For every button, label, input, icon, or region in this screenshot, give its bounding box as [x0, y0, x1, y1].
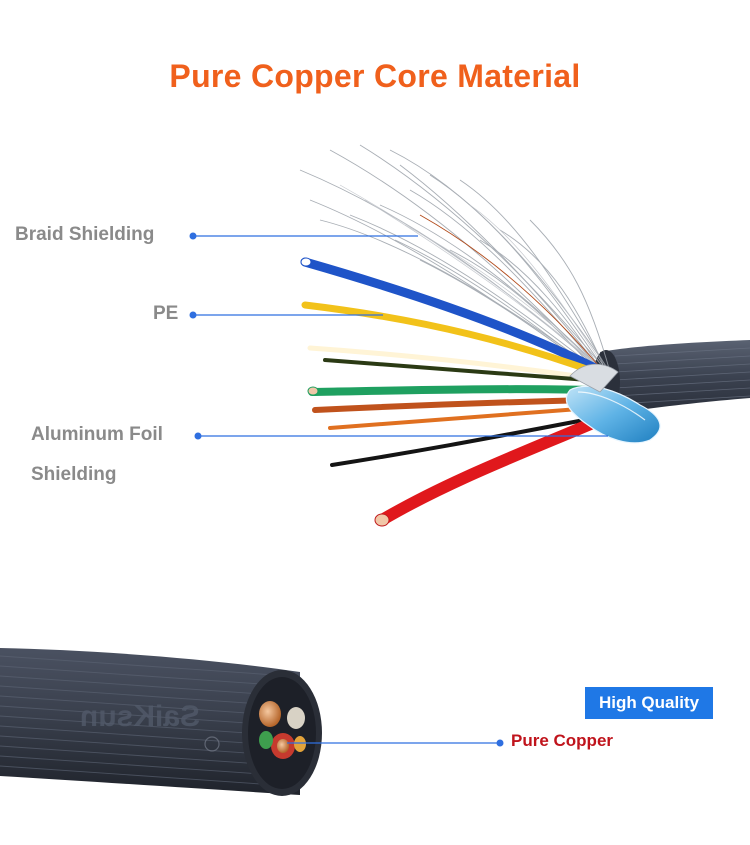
- lower-cable-jacket: [0, 648, 322, 796]
- page-title: Pure Copper Core Material: [169, 58, 581, 94]
- leader-dot-copper: [496, 739, 504, 747]
- brand-logo-text: SaiKsun: [80, 700, 200, 733]
- aluminum-foil-label-line2: Shielding: [31, 464, 117, 485]
- pure-copper-label: Pure Copper: [511, 731, 614, 750]
- braid-strands: [299, 144, 611, 381]
- pe-label: PE: [153, 303, 179, 324]
- leader-dot-braid: [189, 232, 197, 240]
- leader-dot-foil: [194, 432, 202, 440]
- leader-lines: [189, 232, 608, 747]
- high-quality-badge: High Quality: [585, 687, 713, 719]
- braid-shielding-label: Braid Shielding: [15, 224, 155, 245]
- leader-dot-pe: [189, 311, 197, 319]
- pe-wires: [300, 257, 606, 527]
- aluminum-foil-label-line1: Aluminum Foil: [31, 424, 163, 445]
- aluminum-foil: [565, 385, 661, 444]
